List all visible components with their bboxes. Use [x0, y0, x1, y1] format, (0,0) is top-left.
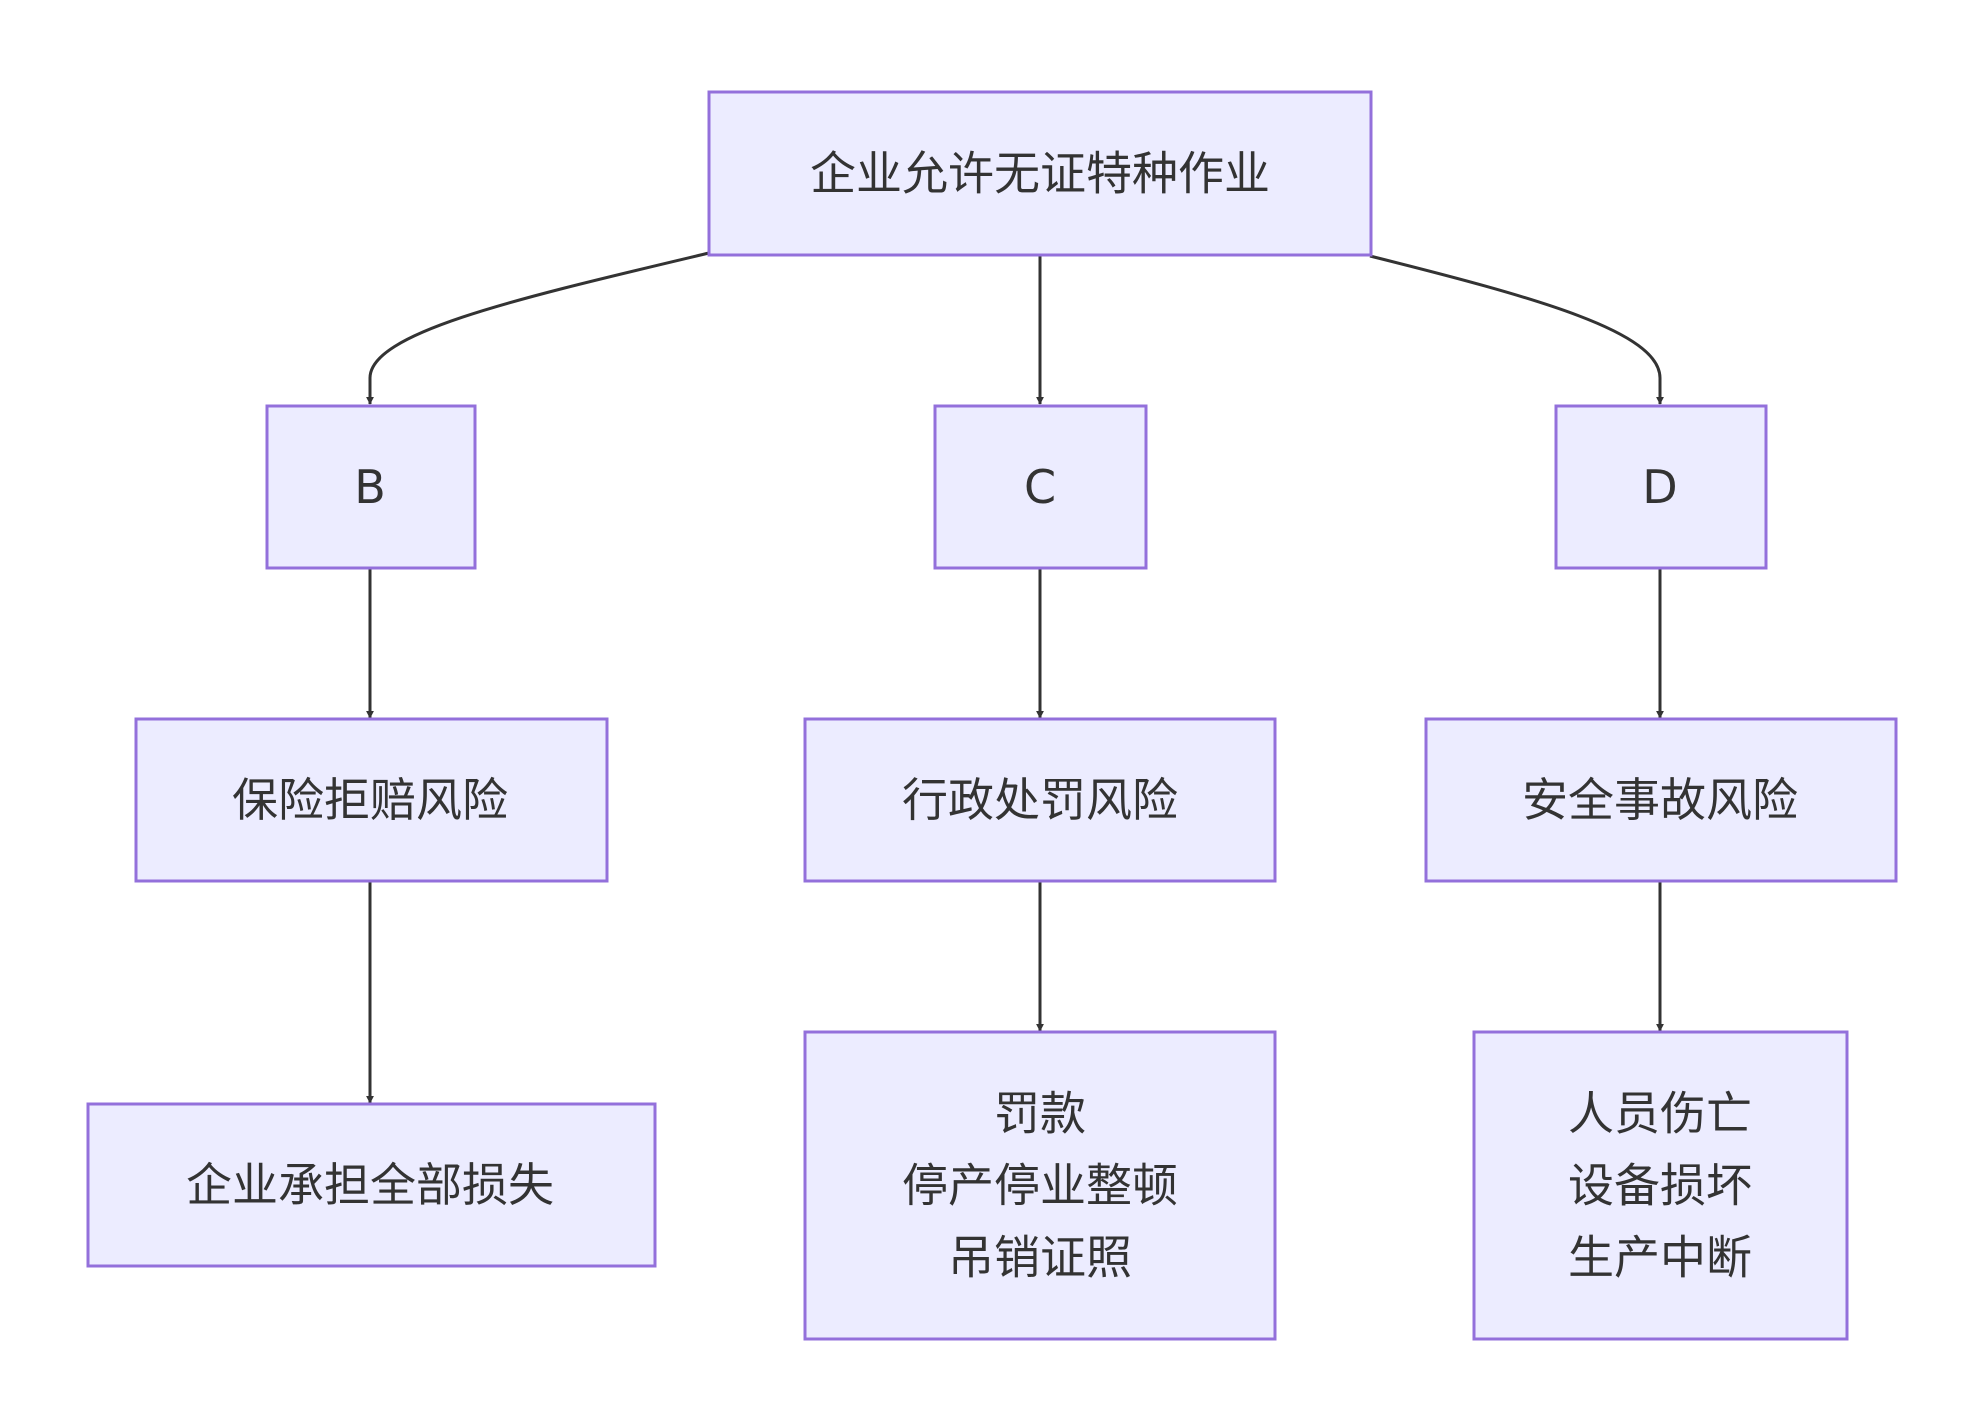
- node-f: 行政处罚风险: [803, 717, 1277, 883]
- node-c: C: [933, 404, 1148, 570]
- node-g: 安全事故风险: [1424, 717, 1898, 883]
- node-b-label-line: B: [354, 460, 386, 514]
- node-f-label-line: 行政处罚风险: [902, 773, 1178, 827]
- node-e: 保险拒赔风险: [134, 717, 609, 883]
- node-d-label-line: D: [1642, 460, 1677, 514]
- node-h: 企业承担全部损失: [86, 1102, 657, 1268]
- node-c-label-line: C: [1024, 460, 1056, 514]
- node-d: D: [1554, 404, 1768, 570]
- node-j-label-line: 人员伤亡: [1568, 1087, 1752, 1141]
- node-g-label-line: 安全事故风险: [1522, 773, 1798, 827]
- node-i-label-line: 吊销证照: [948, 1231, 1132, 1285]
- node-i-label-line: 罚款: [994, 1087, 1086, 1141]
- edges: [366, 251, 1664, 1104]
- node-j-label-line: 设备损坏: [1568, 1159, 1752, 1213]
- node-a: 企业允许无证特种作业: [707, 90, 1373, 257]
- edge-a-b: [366, 251, 710, 405]
- node-e-label-line: 保险拒赔风险: [232, 773, 508, 827]
- node-h-label-line: 企业承担全部损失: [186, 1158, 554, 1212]
- node-b: B: [265, 404, 477, 570]
- node-i-label-line: 停产停业整顿: [902, 1159, 1178, 1213]
- node-a-label-line: 企业允许无证特种作业: [810, 147, 1270, 201]
- node-j-label-line: 生产中断: [1568, 1231, 1752, 1285]
- edge-a-d: [1369, 254, 1664, 405]
